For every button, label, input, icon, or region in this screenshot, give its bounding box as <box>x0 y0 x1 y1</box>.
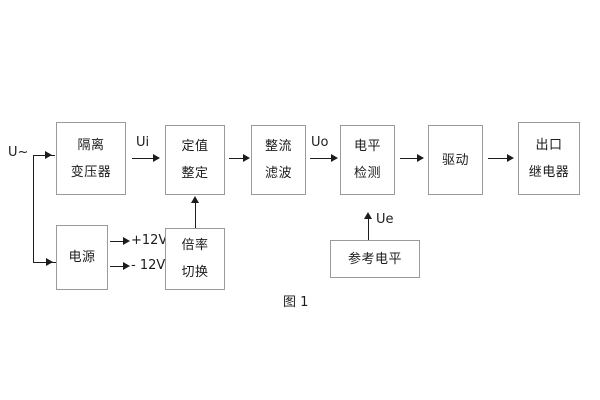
wire-ratio-switch-to-setting <box>195 202 196 228</box>
block-setting-adjust[interactable]: 定值 整定 <box>165 125 225 195</box>
block-output-relay-line2: 继电器 <box>528 164 570 180</box>
block-rectify-filter-line1: 整流 <box>264 139 292 154</box>
arrowhead-ratio-switch-to-setting <box>191 196 199 203</box>
wire-rectify-to-level-detect <box>310 158 335 159</box>
block-power-supply[interactable]: 电源 <box>56 225 108 290</box>
arrowhead-transformer-to-setting <box>153 154 160 162</box>
figure-caption: 图 1 <box>283 295 309 310</box>
wire-input-to-transformer <box>33 155 55 156</box>
block-output-relay-line1: 出口 <box>535 137 563 153</box>
arrowhead-setting-to-rectify <box>243 154 250 162</box>
wire-reference-to-level-detect <box>368 218 369 240</box>
block-ratio-switch-line2: 切换 <box>181 265 209 280</box>
block-rectify-filter[interactable]: 整流 滤波 <box>251 125 306 195</box>
signal-label-ue: Ue <box>376 212 394 227</box>
block-ratio-switch-line1: 倍率 <box>181 238 209 253</box>
arrowhead-input-to-power-supply <box>46 258 53 266</box>
block-power-supply-line1: 电源 <box>68 250 96 265</box>
block-setting-adjust-line2: 整定 <box>181 166 209 181</box>
block-level-detect-line2: 检测 <box>353 166 381 181</box>
block-isolation-transformer[interactable]: 隔离 变压器 <box>56 122 126 195</box>
wire-driver-to-output-relay <box>488 158 512 159</box>
block-reference-level[interactable]: 参考电平 <box>330 240 420 278</box>
arrowhead-power-positive <box>123 237 130 245</box>
block-isolation-transformer-line1: 隔离 <box>77 137 105 153</box>
signal-label-uo: Uo <box>311 135 329 150</box>
input-source-label: U~ <box>8 145 29 160</box>
wire-input-bus-vertical <box>33 155 34 263</box>
wire-input-to-power-supply <box>33 262 56 263</box>
block-setting-adjust-line1: 定值 <box>181 139 209 154</box>
wire-power-positive <box>110 241 128 242</box>
block-driver[interactable]: 驱动 <box>428 125 483 195</box>
signal-label-ui: Ui <box>136 135 150 150</box>
block-reference-level-line1: 参考电平 <box>347 251 402 267</box>
arrowhead-input-to-transformer <box>45 151 52 159</box>
arrowhead-reference-to-level-detect <box>364 212 372 219</box>
supply-negative-label: - 12V <box>131 258 166 273</box>
wire-transformer-to-setting <box>132 158 157 159</box>
block-rectify-filter-line2: 滤波 <box>264 166 292 181</box>
block-ratio-switch[interactable]: 倍率 切换 <box>165 228 225 290</box>
arrowhead-level-detect-to-driver <box>417 154 424 162</box>
arrowhead-rectify-to-level-detect <box>331 154 338 162</box>
wire-setting-to-rectify <box>229 158 248 159</box>
arrowhead-driver-to-output-relay <box>507 154 514 162</box>
wire-power-negative <box>110 266 128 267</box>
block-driver-line1: 驱动 <box>441 152 469 168</box>
block-output-relay[interactable]: 出口 继电器 <box>518 122 580 195</box>
wire-level-detect-to-driver <box>400 158 422 159</box>
block-level-detect-line1: 电平 <box>353 139 381 154</box>
arrowhead-power-negative <box>123 262 130 270</box>
block-level-detect[interactable]: 电平 检测 <box>340 125 395 195</box>
block-isolation-transformer-line2: 变压器 <box>70 164 112 180</box>
supply-positive-label: +12V <box>131 233 168 248</box>
